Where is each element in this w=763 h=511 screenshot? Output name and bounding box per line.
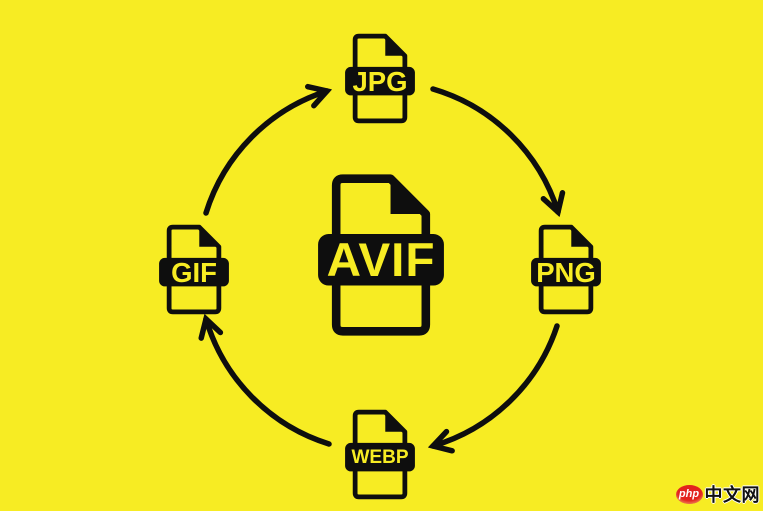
file-icon-webp: WEBP xyxy=(344,409,416,500)
watermark: php 中文网 xyxy=(675,484,761,505)
file-icon-png: PNG xyxy=(530,224,602,315)
php-logo-badge: php xyxy=(675,485,703,504)
file-icon-avif: AVIF xyxy=(315,173,447,337)
arrow-gif-to-jpg xyxy=(203,91,327,216)
arrow-png-to-webp xyxy=(433,323,560,446)
file-icon-jpg-label: JPG xyxy=(352,66,407,97)
file-icon-webp-label: WEBP xyxy=(351,447,408,468)
file-icon-png-label: PNG xyxy=(536,257,596,288)
file-icon-avif-label: AVIF xyxy=(327,234,436,287)
file-icon-jpg: JPG xyxy=(344,33,416,124)
file-icon-gif-label: GIF xyxy=(171,257,217,288)
file-icon-gif: GIF xyxy=(158,224,230,315)
watermark-text: 中文网 xyxy=(704,484,760,505)
arrow-jpg-to-png xyxy=(430,86,558,212)
arrow-webp-to-gif xyxy=(206,319,332,447)
